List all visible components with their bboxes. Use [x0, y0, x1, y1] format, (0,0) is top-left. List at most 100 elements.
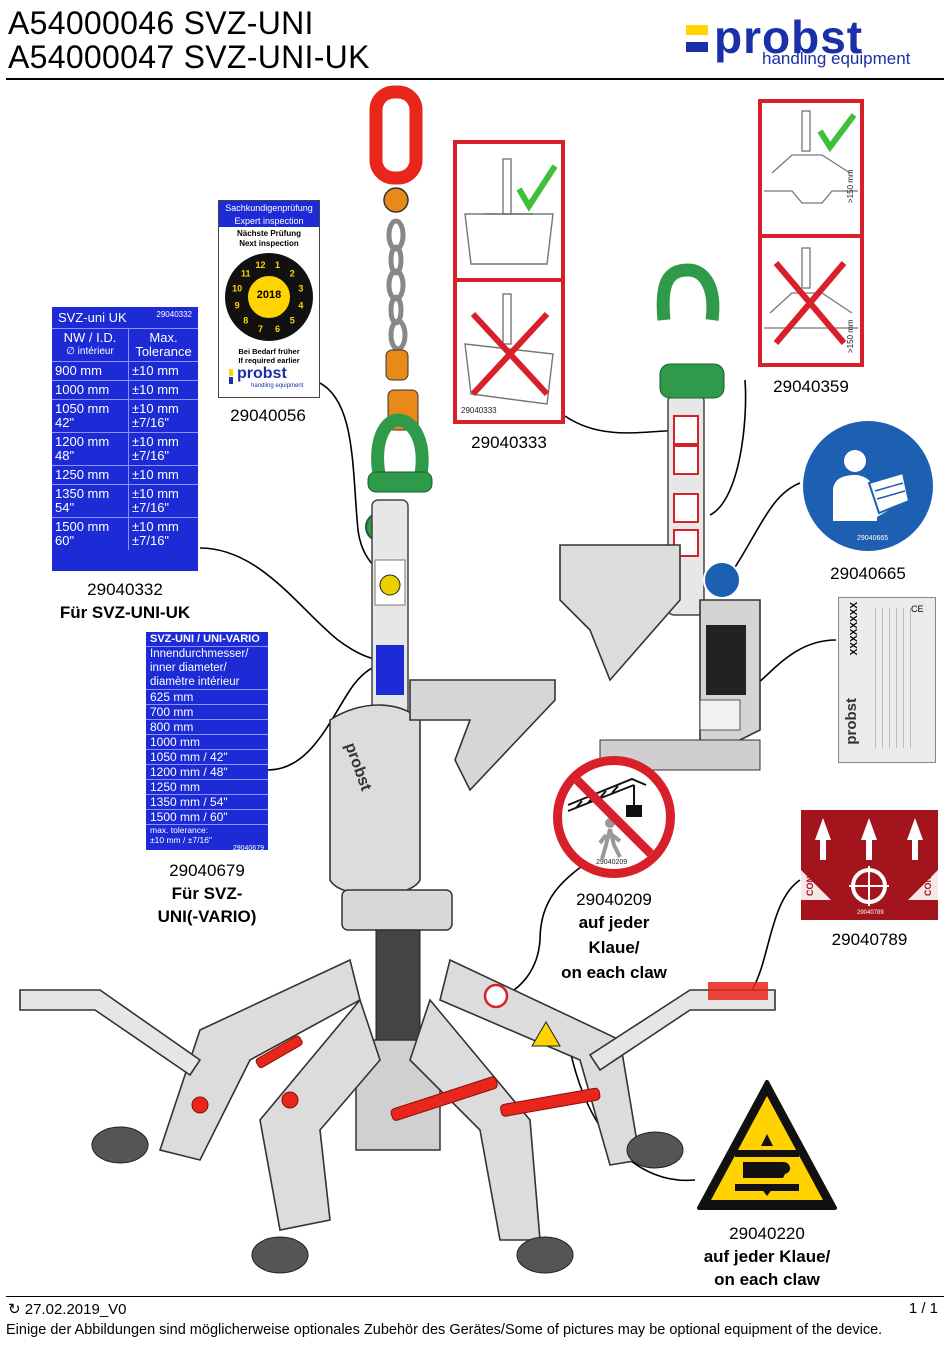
sign-209-sub1: auf jeder [578, 913, 650, 932]
next-inspection-de: Nächste Prüfung [219, 229, 319, 239]
vario-table-caption: 29040679 [169, 861, 245, 880]
vario-tolerance-value: ±10 mm / ±7/16" [150, 835, 212, 845]
inspection-logo: probst [237, 365, 287, 382]
inspection-year: 2018 [256, 289, 282, 301]
inspection-logo-sub: handling equipment [251, 383, 304, 389]
footer-rule [6, 1296, 944, 1297]
sign-209-sub2: Klaue/ [588, 938, 640, 957]
uk-tolerance-cell: ±10 mm ±7/16" [132, 401, 179, 430]
vario-head-de: Innendurchmesser/ [146, 646, 268, 661]
list-item: 1250 mm [146, 779, 268, 794]
nameplate-ce-mark: CE [911, 604, 924, 614]
sign-359-caption: 29040359 [773, 377, 849, 396]
list-item: 625 mm [146, 689, 268, 704]
probst-logo: probst handling equipment [686, 11, 946, 76]
uk-tolerance-cell: ±10 mm ±7/16" [132, 519, 179, 548]
expert-inspection-label: Sachkundigenprüfung Expert inspection Nä… [218, 200, 320, 398]
dial-month-label: 1 [275, 260, 280, 270]
sign-220-sub1: auf jeder Klaue/ [703, 1247, 831, 1266]
crush-hazard-sign-29040220 [697, 1080, 837, 1210]
uk-col1-head: NW / I.D. [63, 330, 117, 345]
sign-333-caption: 29040333 [471, 433, 547, 452]
table-row: 1050 mm 42"±10 mm ±7/16" [52, 399, 198, 432]
uk-table-code: 29040332 [156, 310, 192, 319]
table-row: 900 mm±10 mm [52, 361, 198, 380]
footer-note: Einige der Abbildungen sind möglicherwei… [6, 1322, 883, 1338]
sign-209-code: 29040209 [596, 859, 628, 866]
uk-size-cell: 1500 mm 60" [52, 518, 129, 550]
sign-359-dim-top: >150 mm [846, 169, 855, 203]
inspection-note-en: If required earlier [238, 356, 300, 365]
dial-month-label: 5 [290, 315, 295, 325]
logo-blue-bar [686, 42, 708, 52]
sign-220-caption: 29040220 [729, 1224, 805, 1243]
uk-size-cell: 1350 mm 54" [52, 485, 129, 517]
safety-sign-29040333: 29040333 [453, 140, 565, 424]
vario-head-en: inner diameter/ [150, 662, 227, 674]
uk-tolerance-cell: ±10 mm ±7/16" [132, 486, 179, 515]
sign-359-dim-bottom: >150 mm [846, 319, 855, 353]
uk-table-title: SVZ-uni UK [58, 310, 127, 325]
crush-hazard-icon [735, 1134, 799, 1196]
document-title-line1: A54000046 SVZ-UNI [8, 5, 314, 41]
list-item: 800 mm [146, 719, 268, 734]
inspection-heading-en: Expert inspection [219, 216, 319, 227]
table-row: 1500 mm 60"±10 mm ±7/16" [52, 517, 198, 550]
uk-tolerance-cell: ±10 mm ±7/16" [132, 434, 179, 463]
cone-arrows-icon [801, 818, 938, 906]
cone-label-left: CONE [805, 869, 815, 896]
sign-333-code: 29040333 [461, 406, 497, 415]
inspection-note-de: Bei Bedarf früher [238, 347, 300, 356]
uk-col2-head: Max. Tolerance [135, 330, 192, 359]
logo-wordmark: probst [714, 11, 864, 63]
lifting-ring [369, 85, 423, 185]
next-inspection-en: Next inspection [219, 239, 319, 249]
sign-220-sub2: on each claw [714, 1270, 820, 1289]
document-title-line2: A54000047 SVZ-UNI-UK [8, 39, 370, 75]
dial-month-label: 8 [243, 315, 248, 325]
nameplate-brand: probst [843, 698, 860, 745]
uk-tolerance-cell: ±10 mm [132, 363, 179, 378]
uk-size-cell: 1250 mm [52, 466, 129, 484]
uk-size-cell: 900 mm [52, 362, 129, 380]
table-row: 1000 mm±10 mm [52, 380, 198, 399]
nameplate-code: XXXXXXXX [849, 602, 860, 656]
dial-month-label: 3 [298, 284, 303, 294]
dial-month-label: 12 [255, 260, 265, 270]
device-detail [559, 263, 761, 771]
list-item: 700 mm [146, 704, 268, 719]
vario-caption-sub1: Für SVZ- [171, 884, 243, 903]
page-number: 1 / 1 [908, 1300, 938, 1317]
table-row: 1250 mm±10 mm [52, 465, 198, 484]
sign-209-caption: 29040209 [576, 890, 652, 909]
uk-col1-sub: ∅ intérieur [66, 346, 114, 357]
cone-label-right: CONE [923, 869, 933, 896]
vario-table-title: SVZ-UNI / UNI-VARIO [150, 633, 260, 645]
uk-size-cell: 1050 mm 42" [52, 400, 129, 432]
list-item: 1000 mm [146, 734, 268, 749]
dial-month-label: 10 [232, 284, 242, 294]
sign-665-caption: 29040665 [830, 564, 906, 583]
read-manual-icon [833, 450, 911, 521]
device-illustration: probst [19, 85, 837, 1274]
revision-block: ↻ 27.02.2019_V0 [8, 1300, 127, 1318]
uk-size-cell: 1000 mm [52, 381, 129, 399]
revision-text: 27.02.2019_V0 [24, 1301, 127, 1318]
dial-month-label: 11 [241, 269, 251, 279]
no-standing-under-load-icon [567, 771, 660, 863]
table-row: 1200 mm 48"±10 mm ±7/16" [52, 432, 198, 465]
vario-head-fr: diamètre intérieur [150, 676, 240, 688]
vario-table-code: 29040679 [232, 845, 264, 852]
dial-month-label: 7 [258, 324, 263, 334]
inspection-heading-de: Sachkundigenprüfung [219, 201, 319, 216]
read-manual-sign: 29040665 [803, 421, 933, 551]
leader-lines [199, 379, 837, 1182]
list-item: 1500 mm / 60" [146, 809, 268, 824]
dial-month-label: 2 [290, 269, 295, 279]
list-item: 1050 mm / 42" [146, 749, 268, 764]
dial-month-label: 9 [235, 301, 240, 311]
svz-uni-uk-table: SVZ-uni UK 29040332 NW / I.D. ∅ intérieu… [52, 307, 198, 571]
